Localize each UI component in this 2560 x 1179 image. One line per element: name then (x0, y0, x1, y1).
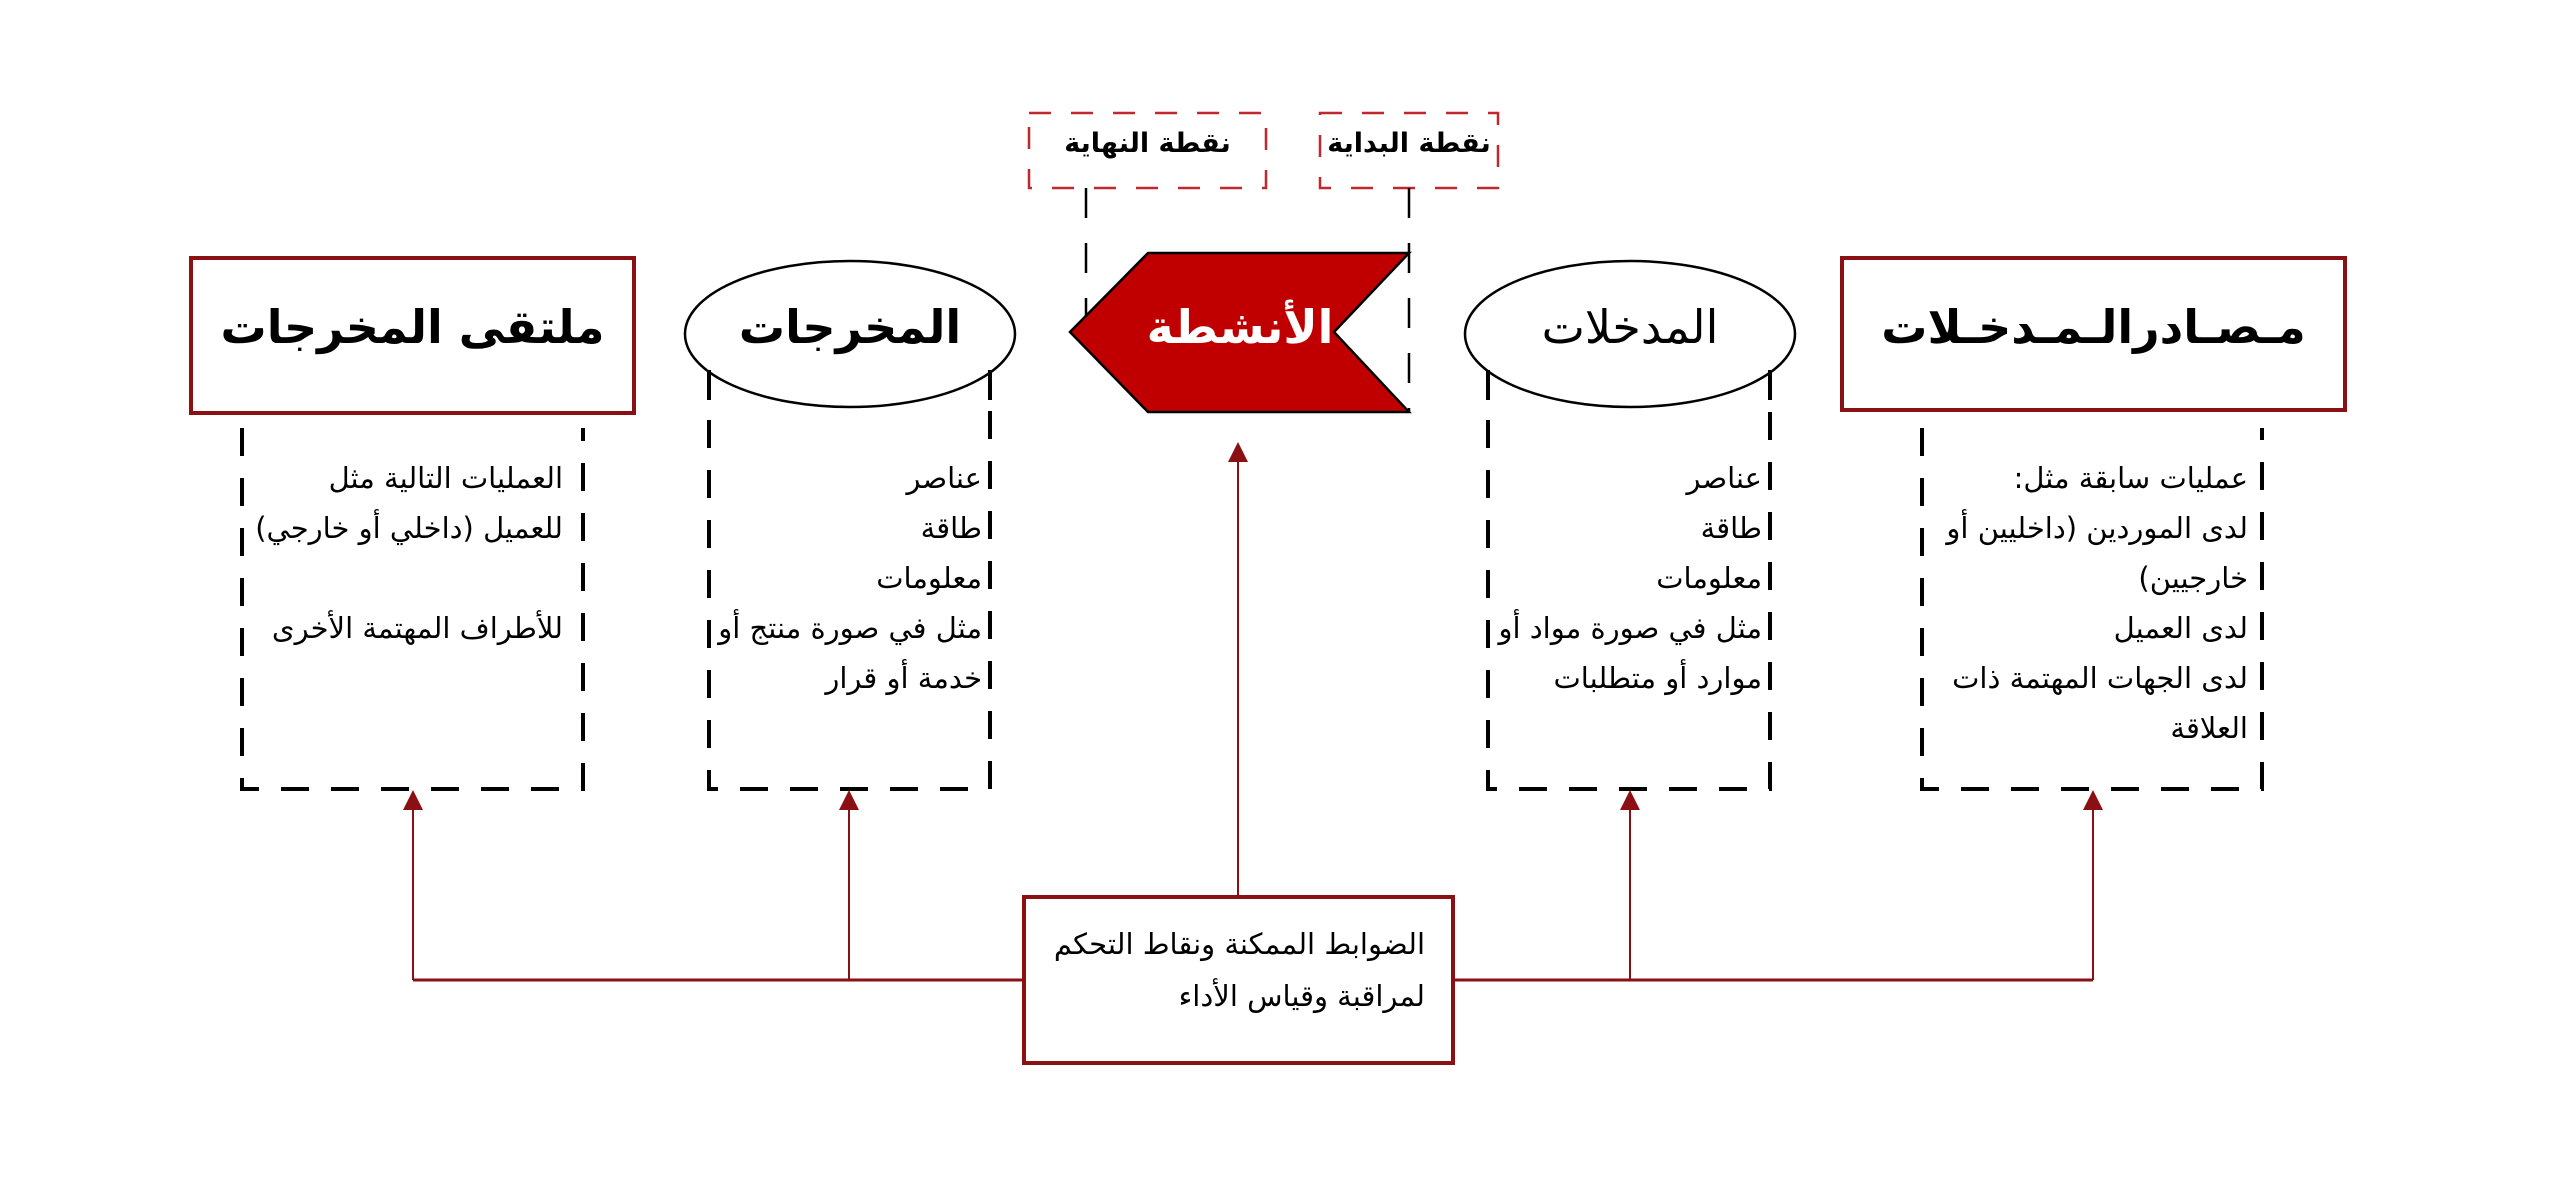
list-item (255, 553, 563, 603)
list-item: موارد أو متطلبات (1553, 661, 1762, 695)
list-item: لدى العميل (2113, 611, 2248, 645)
receivers-list: العمليات التالية مثل للعميل (داخلي أو خا… (255, 453, 563, 653)
outputs-title: المخرجات (738, 300, 962, 354)
outputs-ellipse (683, 259, 1017, 409)
activities-label: الأنشطة (1146, 300, 1334, 354)
list-item: طاقة (920, 511, 982, 545)
controls-box (1022, 895, 1455, 1065)
outputs-list: عناصر طاقة معلومات مثل في صورة منتج أو خ… (718, 453, 982, 703)
sources-title: مـصـادرالـمـدخـلات (1881, 300, 2306, 354)
list-item: مثل في صورة منتج أو (718, 611, 982, 645)
inputs-list: عناصر طاقة معلومات مثل في صورة مواد أو م… (1498, 453, 1762, 703)
list-item: لدى الموردين (داخليين أو (1946, 511, 2248, 545)
list-item: معلومات (1656, 561, 1762, 595)
list-item: عناصر (1686, 461, 1762, 495)
end-point-box (1027, 111, 1268, 190)
outputs-column (707, 370, 992, 791)
controls-line: الضوابط الممكنة ونقاط التحكم (1053, 927, 1425, 961)
list-item: خدمة أو قرار (825, 661, 982, 695)
receivers-title: ملتقى المخرجات (220, 300, 605, 354)
receivers-box (189, 256, 636, 415)
list-item: خارجيين) (2138, 561, 2248, 595)
start-point-label: نقطة البداية (1327, 128, 1491, 159)
list-item: عمليات سابقة مثل: (2013, 461, 2248, 495)
list-item: العمليات التالية مثل (328, 461, 563, 495)
sources-list: عمليات سابقة مثل: لدى الموردين (داخليين … (1946, 453, 2248, 753)
list-item: للأطراف المهتمة الأخرى (271, 611, 563, 645)
list-item: معلومات (876, 561, 982, 595)
inputs-title: المدخلات (1541, 300, 1719, 354)
end-point-label: نقطة النهاية (1064, 128, 1231, 159)
sources-box (1840, 256, 2347, 412)
list-item: للعميل (داخلي أو خارجي) (255, 511, 563, 545)
list-item: لدى الجهات المهتمة ذات (1952, 661, 2248, 695)
controls-text: الضوابط الممكنة ونقاط التحكم لمراقبة وقي… (1054, 918, 1425, 1022)
controls-line: لمراقبة وقياس الأداء (1178, 979, 1425, 1013)
list-item: عناصر (906, 461, 982, 495)
list-item: العلاقة (2170, 711, 2248, 745)
inputs-ellipse (1463, 259, 1797, 409)
list-item: طاقة (1700, 511, 1762, 545)
inputs-column (1486, 370, 1772, 791)
list-item: مثل في صورة مواد أو (1498, 611, 1762, 645)
activities-shape (1068, 251, 1412, 414)
